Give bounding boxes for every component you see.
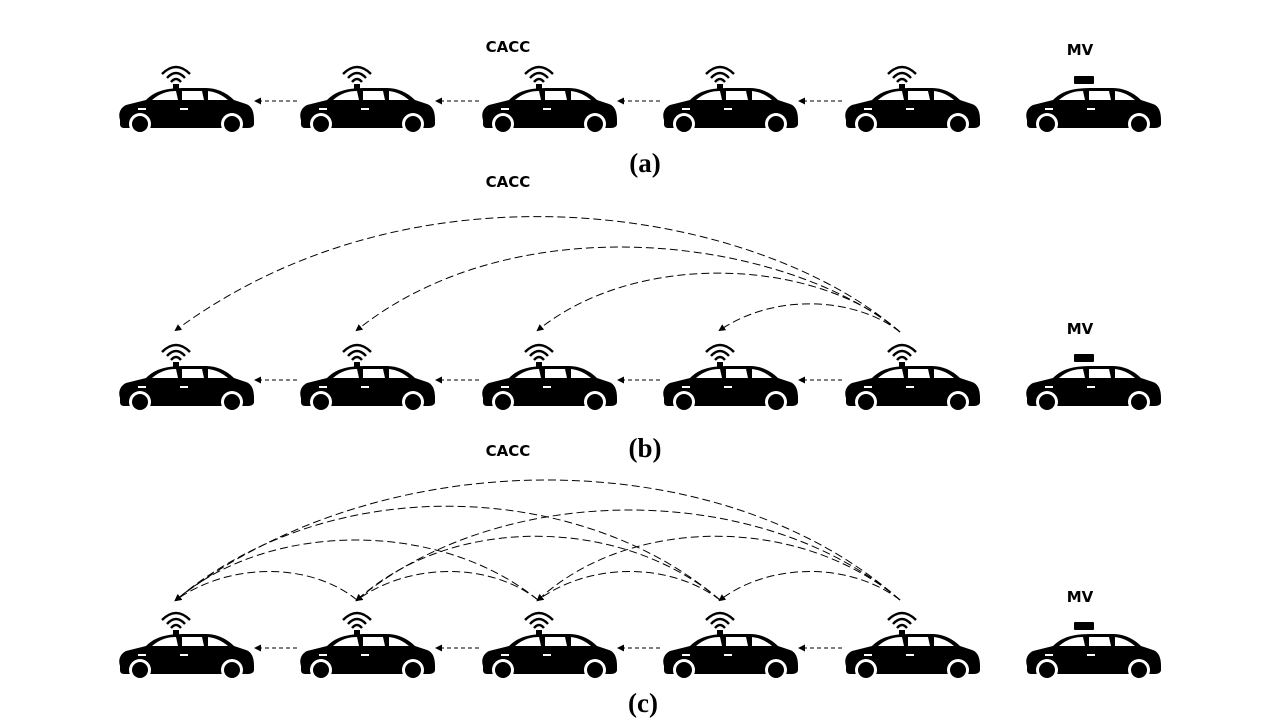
broadcast-link	[718, 303, 901, 333]
car-icon	[1026, 366, 1161, 413]
wireless-signal-icon	[160, 611, 192, 638]
all-to-all-link	[174, 571, 358, 602]
all-to-all-link	[174, 479, 901, 602]
broadcast-link	[536, 272, 901, 333]
connected-vehicle-1	[119, 343, 254, 413]
cacc-label-b: CACC	[486, 173, 531, 191]
wireless-signal-icon	[886, 611, 918, 638]
all-to-all-link	[355, 571, 539, 602]
cacc-label-a: CACC	[486, 38, 531, 56]
connected-vehicle-5	[845, 65, 980, 135]
connected-vehicle-2	[300, 65, 435, 135]
connected-vehicle-2	[300, 611, 435, 681]
panel-caption-a: (a)	[629, 148, 660, 178]
wireless-signal-icon	[704, 343, 736, 370]
broadcast-link	[355, 246, 901, 333]
mv-label-b: MV	[1067, 320, 1094, 338]
wireless-signal-icon	[523, 65, 555, 92]
car-with-antenna-icon	[300, 88, 435, 135]
panel-c: CACC MV	[119, 442, 1161, 718]
connected-vehicle-3	[482, 65, 617, 135]
connected-vehicle-2	[300, 343, 435, 413]
roof-light-icon	[1074, 76, 1094, 84]
manual-vehicle	[1026, 622, 1161, 681]
wireless-signal-icon	[886, 343, 918, 370]
car-with-antenna-icon	[663, 366, 798, 413]
all-to-all-link	[174, 505, 721, 602]
all-to-all-link	[536, 571, 721, 602]
all-to-all-link	[355, 509, 901, 602]
car-with-antenna-icon	[663, 634, 798, 681]
car-with-antenna-icon	[482, 634, 617, 681]
car-with-antenna-icon	[300, 634, 435, 681]
manual-vehicle	[1026, 354, 1161, 413]
wireless-signal-icon	[704, 65, 736, 92]
all-to-all-link	[718, 571, 901, 602]
broadcast-link	[174, 216, 901, 333]
all-to-all-link	[536, 535, 901, 602]
connected-vehicle-5	[845, 343, 980, 413]
wireless-signal-icon	[341, 65, 373, 92]
wireless-signal-icon	[523, 343, 555, 370]
car-with-antenna-icon	[845, 634, 980, 681]
wireless-signal-icon	[341, 343, 373, 370]
mv-label-a: MV	[1067, 41, 1094, 59]
car-with-antenna-icon	[845, 366, 980, 413]
connected-vehicle-3	[482, 343, 617, 413]
wireless-signal-icon	[886, 65, 918, 92]
car-with-antenna-icon	[482, 366, 617, 413]
car-with-antenna-icon	[845, 88, 980, 135]
car-with-antenna-icon	[119, 634, 254, 681]
connected-vehicle-3	[482, 611, 617, 681]
panel-caption-b: (b)	[629, 433, 662, 463]
car-icon	[1026, 88, 1161, 135]
all-to-all-link	[355, 535, 721, 602]
connected-vehicle-4	[663, 611, 798, 681]
wireless-signal-icon	[523, 611, 555, 638]
car-with-antenna-icon	[663, 88, 798, 135]
roof-light-icon	[1074, 622, 1094, 630]
car-icon	[1026, 634, 1161, 681]
connected-vehicle-4	[663, 65, 798, 135]
connected-vehicle-4	[663, 343, 798, 413]
car-with-antenna-icon	[300, 366, 435, 413]
car-with-antenna-icon	[482, 88, 617, 135]
wireless-signal-icon	[160, 65, 192, 92]
car-with-antenna-icon	[119, 88, 254, 135]
connected-vehicle-5	[845, 611, 980, 681]
wireless-signal-icon	[341, 611, 373, 638]
car-with-antenna-icon	[119, 366, 254, 413]
panel-b: CACC MV	[119, 173, 1161, 463]
panel-caption-c: (c)	[628, 688, 658, 718]
wireless-signal-icon	[704, 611, 736, 638]
wireless-signal-icon	[160, 343, 192, 370]
all-to-all-link	[174, 539, 539, 602]
mv-label-c: MV	[1067, 588, 1094, 606]
roof-light-icon	[1074, 354, 1094, 362]
manual-vehicle	[1026, 76, 1161, 135]
connected-vehicle-1	[119, 65, 254, 135]
connected-vehicle-1	[119, 611, 254, 681]
panel-a: CACC MV (a)	[119, 38, 1161, 178]
cacc-label-c: CACC	[486, 442, 531, 460]
